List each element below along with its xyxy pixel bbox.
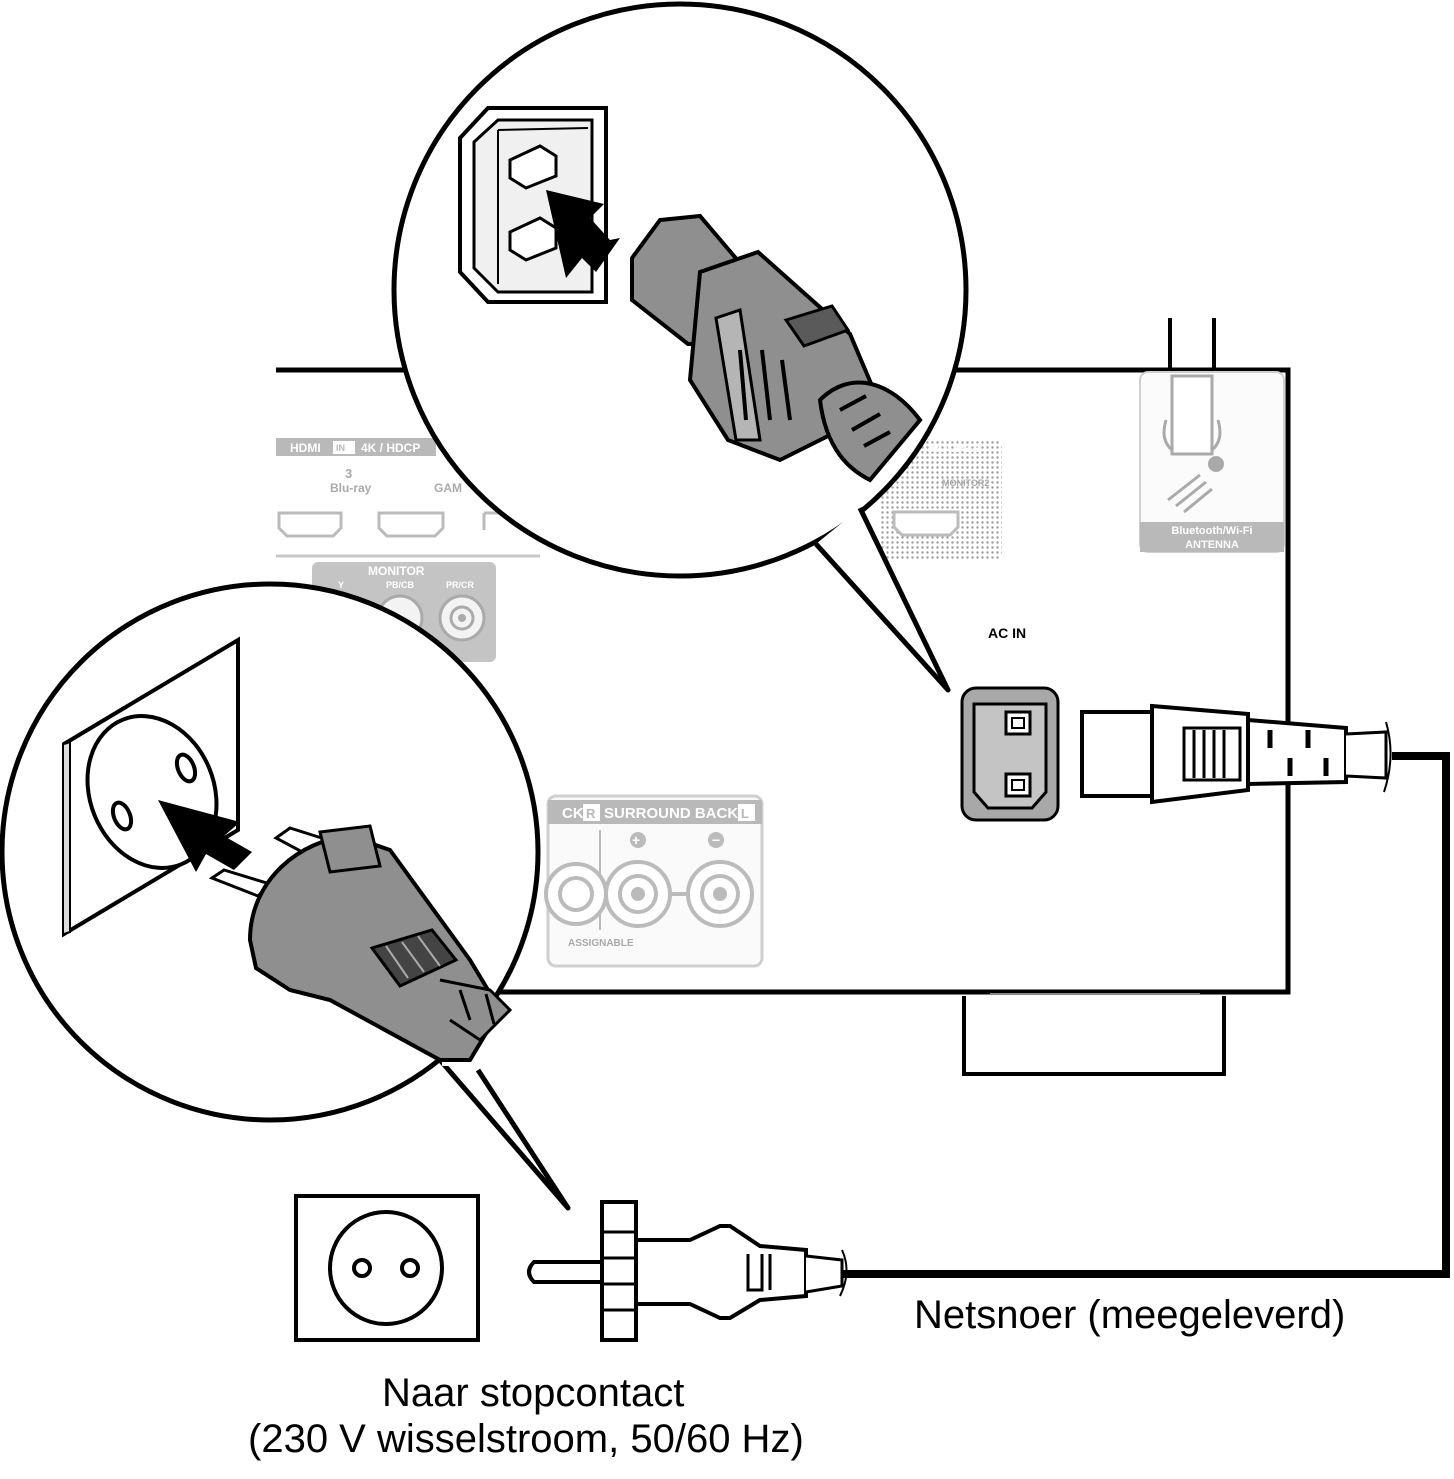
speaker-terminal-section: CK R SURROUND BACK L + − ASSIGNABLE	[544, 794, 764, 968]
ac-in-inlet: AC IN	[960, 625, 1060, 822]
monitor2-label: MONITOR2	[942, 478, 989, 488]
hdmi-spec-label: 4K / HDCP	[361, 441, 420, 455]
rca-jack-icon	[438, 594, 486, 642]
outlet-caption-line2: (230 V wisselstroom, 50/60 Hz)	[248, 1417, 804, 1461]
outlet-caption-line1: Naar stopcontact	[382, 1371, 685, 1415]
antenna-label-line2: ANTENNA	[1185, 539, 1239, 551]
speaker-terminal-icon	[686, 860, 754, 928]
hdmi-game-label: GAM	[434, 481, 462, 495]
hdmi-port-icon	[277, 511, 343, 538]
hdmi-port-icon	[377, 511, 445, 538]
insert-arrow-icon	[546, 190, 620, 278]
hdmi-in-badge: IN	[336, 443, 345, 453]
schuko-plug-icon	[527, 1200, 848, 1342]
hdmi-input-section: HDMI IN 4K / HDCP 3 Blu-ray GAM	[276, 438, 540, 558]
assignable-label: ASSIGNABLE	[568, 938, 634, 949]
hdmi-3-number: 3	[345, 466, 352, 481]
insert-arrow-icon	[158, 800, 252, 872]
y-label: Y	[338, 580, 344, 590]
surround-back-r-badge: R	[586, 806, 596, 821]
speaker-terminal-icon	[604, 860, 672, 928]
monitor-label: MONITOR	[368, 564, 425, 578]
wall-outlet-icon	[294, 1194, 480, 1342]
surround-back-r-partial: CK	[562, 805, 584, 822]
hdcp-label: HDCP2.2	[930, 441, 981, 455]
antenna-icon	[1167, 456, 1224, 514]
pb-cb-label: PB/CB	[386, 580, 415, 590]
hdmi-header-label: HDMI	[290, 441, 321, 455]
svg-text:+: +	[632, 832, 640, 848]
svg-text:−: −	[712, 832, 720, 848]
ac-in-label: AC IN	[988, 625, 1026, 641]
surround-back-l-badge: L	[741, 806, 749, 821]
power-cord-caption: Netsnoer (meegeleverd)	[914, 1293, 1346, 1337]
hdmi-3-name: Blu-ray	[330, 481, 372, 495]
hdmi-port-icon	[892, 510, 960, 537]
iec-plug-icon	[1080, 703, 1392, 805]
antenna-section: Bluetooth/Wi-Fi ANTENNA	[1139, 371, 1285, 553]
surround-back-label: SURROUND BACK	[604, 805, 738, 822]
pr-cr-label: PR/CR	[446, 580, 475, 590]
power-cord-line	[842, 752, 1450, 1278]
zoom-bubble-wall-outlet	[0, 581, 571, 1211]
zoom-bubble-ac-inlet	[391, 1, 969, 693]
antenna-label-line1: Bluetooth/Wi-Fi	[1171, 525, 1252, 537]
hdmi-out-section: HDCP2.2 MONITOR2	[880, 440, 1002, 560]
